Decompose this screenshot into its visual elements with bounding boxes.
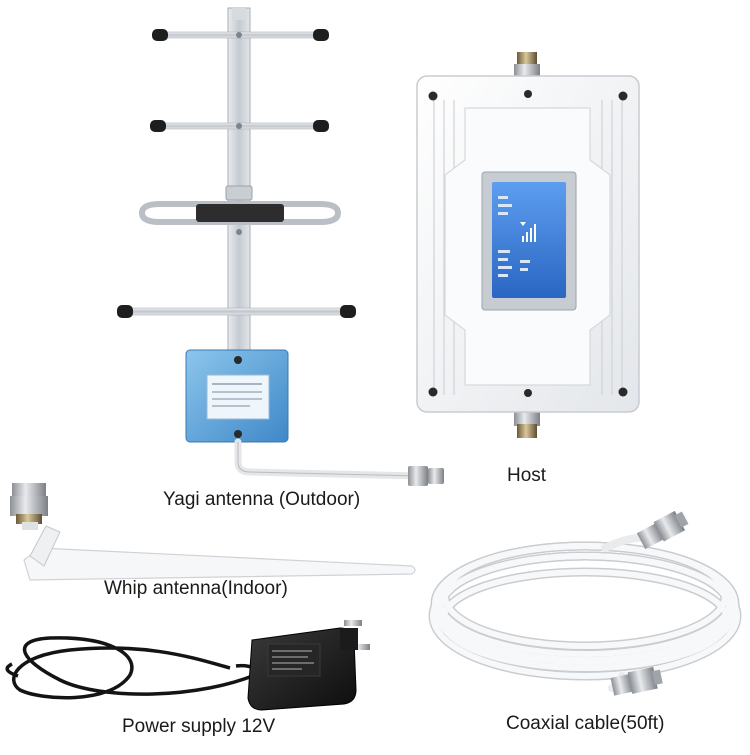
yagi-antenna xyxy=(117,7,444,486)
yagi-antenna-caption: Yagi antenna (Outdoor) xyxy=(163,489,361,510)
coaxial-cable xyxy=(428,533,742,692)
coax-connector-top xyxy=(636,510,689,550)
whip-antenna xyxy=(10,483,416,581)
whip-antenna-caption: Whip antenna(Indoor) xyxy=(104,578,288,599)
power-supply-caption: Power supply 12V xyxy=(122,716,276,737)
power-supply xyxy=(5,620,370,711)
signal-booster-host xyxy=(416,52,640,438)
coaxial-cable-caption: Coaxial cable(50ft) xyxy=(506,713,665,734)
host-caption: Host xyxy=(507,465,547,486)
coax-connector-bottom xyxy=(610,666,663,696)
